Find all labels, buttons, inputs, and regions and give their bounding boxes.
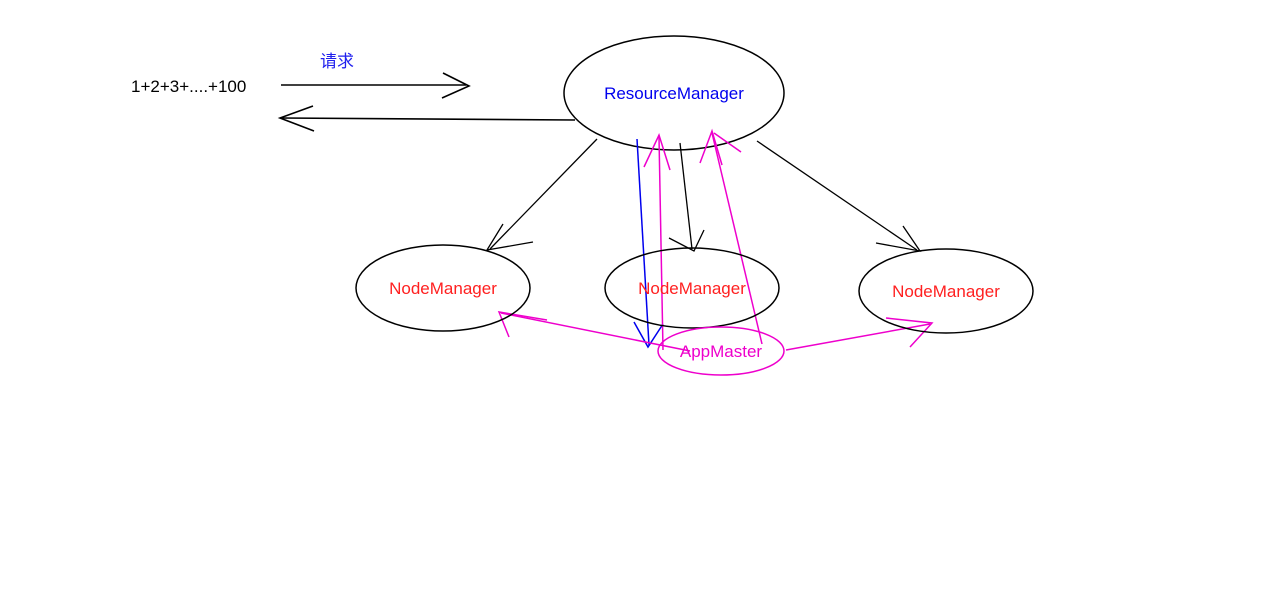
appmaster-to-nm-left-magenta-arrow	[497, 311, 691, 352]
appmaster-to-nm-right-magenta-arrow	[785, 317, 934, 351]
resource-manager-node[interactable]: ResourceManager	[563, 35, 785, 151]
request-label: 请求	[320, 52, 354, 72]
rm-to-nm-left-arrow	[485, 138, 598, 251]
app-master-ellipse	[657, 326, 785, 376]
client-response-arrow	[277, 105, 576, 132]
node-manager-left-ellipse	[355, 244, 531, 332]
node-manager-right-ellipse	[858, 248, 1034, 334]
app-master-node[interactable]: AppMaster	[657, 326, 785, 376]
node-manager-right-node[interactable]: NodeManager	[858, 248, 1034, 334]
rm-to-appmaster-blue-arrow	[633, 138, 664, 349]
node-manager-middle-node[interactable]: NodeManager	[604, 247, 780, 329]
app-master-label: AppMaster	[680, 342, 763, 361]
appmaster-to-rm-magenta-arrow-a	[643, 132, 671, 351]
node-manager-right-label: NodeManager	[892, 282, 1000, 301]
node-manager-middle-ellipse	[604, 247, 780, 329]
resource-manager-label: ResourceManager	[604, 84, 744, 103]
rm-to-nm-right-arrow	[756, 140, 922, 252]
appmaster-to-rm-magenta-arrow-b	[699, 128, 763, 345]
client-request-arrow	[281, 72, 471, 99]
expression-label: 1+2+3+....+100	[131, 77, 246, 96]
rm-to-nm-middle-arrow	[668, 142, 705, 252]
node-manager-middle-label: NodeManager	[638, 279, 746, 298]
node-manager-left-label: NodeManager	[389, 279, 497, 298]
resource-manager-ellipse	[563, 35, 785, 151]
node-manager-left-node[interactable]: NodeManager	[355, 244, 531, 332]
